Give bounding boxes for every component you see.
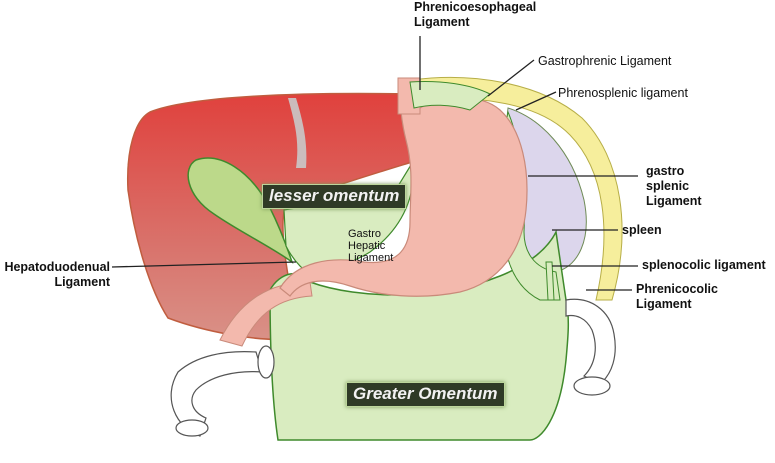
label-gastrosplenic-ligament: gastro splenic Ligament bbox=[646, 164, 702, 208]
colon-left-end bbox=[257, 345, 275, 379]
label-gastrophrenic-ligament: Gastrophrenic Ligament bbox=[538, 54, 672, 68]
colon-right bbox=[565, 298, 616, 385]
colon-left-lower-end bbox=[175, 419, 209, 437]
colon-right-end bbox=[573, 376, 611, 396]
leader-phrenosplenic bbox=[515, 91, 557, 111]
leader-gastrophrenic bbox=[487, 59, 535, 97]
label-lesser-omentum: lesser omentum bbox=[262, 184, 407, 209]
leader-hepatoduodenal bbox=[111, 261, 297, 268]
label-greater-omentum: Greater Omentum bbox=[346, 382, 505, 407]
label-gastrohepatic-ligament: Gastro Hepatic Ligament bbox=[348, 228, 394, 264]
label-phrenicoesophageal-ligament: Phrenicoesophageal Ligament bbox=[414, 0, 537, 29]
label-splenocolic-ligament: splenocolic ligament bbox=[642, 258, 766, 272]
label-hepatoduodenal-ligament: Hepatoduodenual Ligament bbox=[4, 260, 110, 289]
stomach-shape bbox=[279, 91, 528, 297]
label-phrenicocolic-ligament: Phrenicocolic Ligament bbox=[636, 282, 718, 311]
label-spleen: spleen bbox=[622, 223, 662, 237]
diaphragm-band bbox=[411, 76, 623, 301]
falciform-band bbox=[288, 98, 307, 168]
splenocolic-ligament-shape bbox=[545, 261, 555, 301]
duodenum-tube bbox=[219, 281, 313, 347]
label-phrenosplenic-ligament: Phrenosplenic ligament bbox=[558, 86, 688, 100]
